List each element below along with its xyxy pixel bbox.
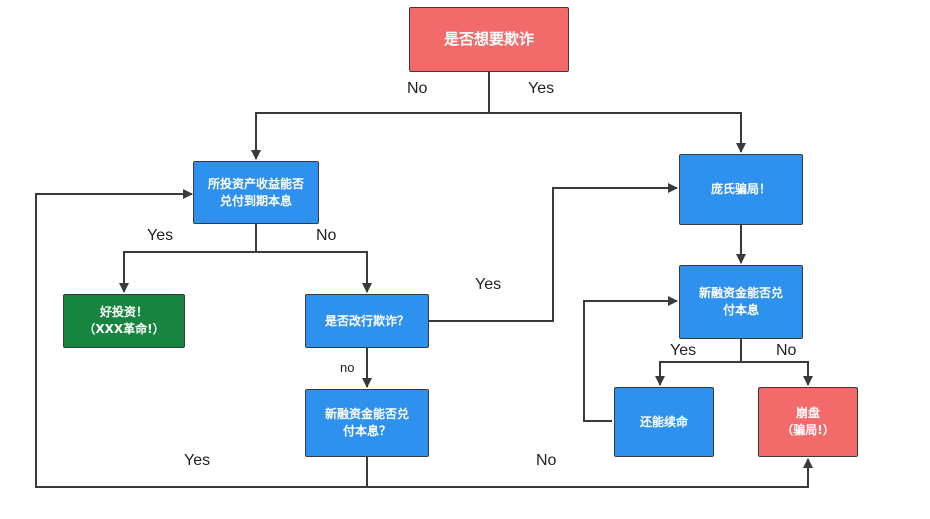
label-right-yes: Yes bbox=[670, 342, 697, 359]
edge-right-no bbox=[741, 361, 813, 386]
node-ponzi: 庞氏骗局！ bbox=[679, 154, 803, 225]
edge-right-yes bbox=[655, 361, 741, 386]
label-q1-no: No bbox=[316, 227, 337, 244]
label-loop-yes: Yes bbox=[184, 452, 211, 469]
label-fraud-yes: Yes bbox=[475, 276, 502, 293]
edge-fraud-yes bbox=[429, 183, 678, 322]
edge-q1-no bbox=[256, 251, 372, 293]
node-q1: 所投资产收益能否 兑付到期本息 bbox=[193, 161, 319, 224]
edge-start-yes bbox=[489, 112, 746, 153]
label-start-no: No bbox=[407, 80, 428, 97]
node-new-funds-left: 新融资金能否兑 付本息？ bbox=[305, 389, 429, 457]
node-new-funds-right: 新融资金能否兑 付本息 bbox=[679, 265, 803, 339]
label-bottom-no: No bbox=[536, 452, 557, 469]
edge-continue-loop bbox=[583, 296, 678, 422]
label-q1-yes: Yes bbox=[147, 227, 174, 244]
label-right-no: No bbox=[776, 342, 797, 359]
node-collapse: 崩盘 （骗局!） bbox=[758, 387, 858, 457]
edge-bottom-no bbox=[367, 458, 813, 488]
edge-q1-yes bbox=[119, 251, 256, 293]
node-continue: 还能续命 bbox=[614, 387, 714, 457]
label-start-yes: Yes bbox=[528, 80, 555, 97]
node-fraud-question: 是否改行欺诈？ bbox=[305, 294, 429, 348]
edge-start-no bbox=[251, 112, 489, 160]
node-good-investment: 好投资！ （XXX革命!） bbox=[63, 294, 185, 348]
label-fraud-no: no bbox=[340, 360, 355, 375]
edge-loop-yes bbox=[35, 189, 368, 488]
node-start: 是否想要欺诈 bbox=[409, 7, 569, 72]
